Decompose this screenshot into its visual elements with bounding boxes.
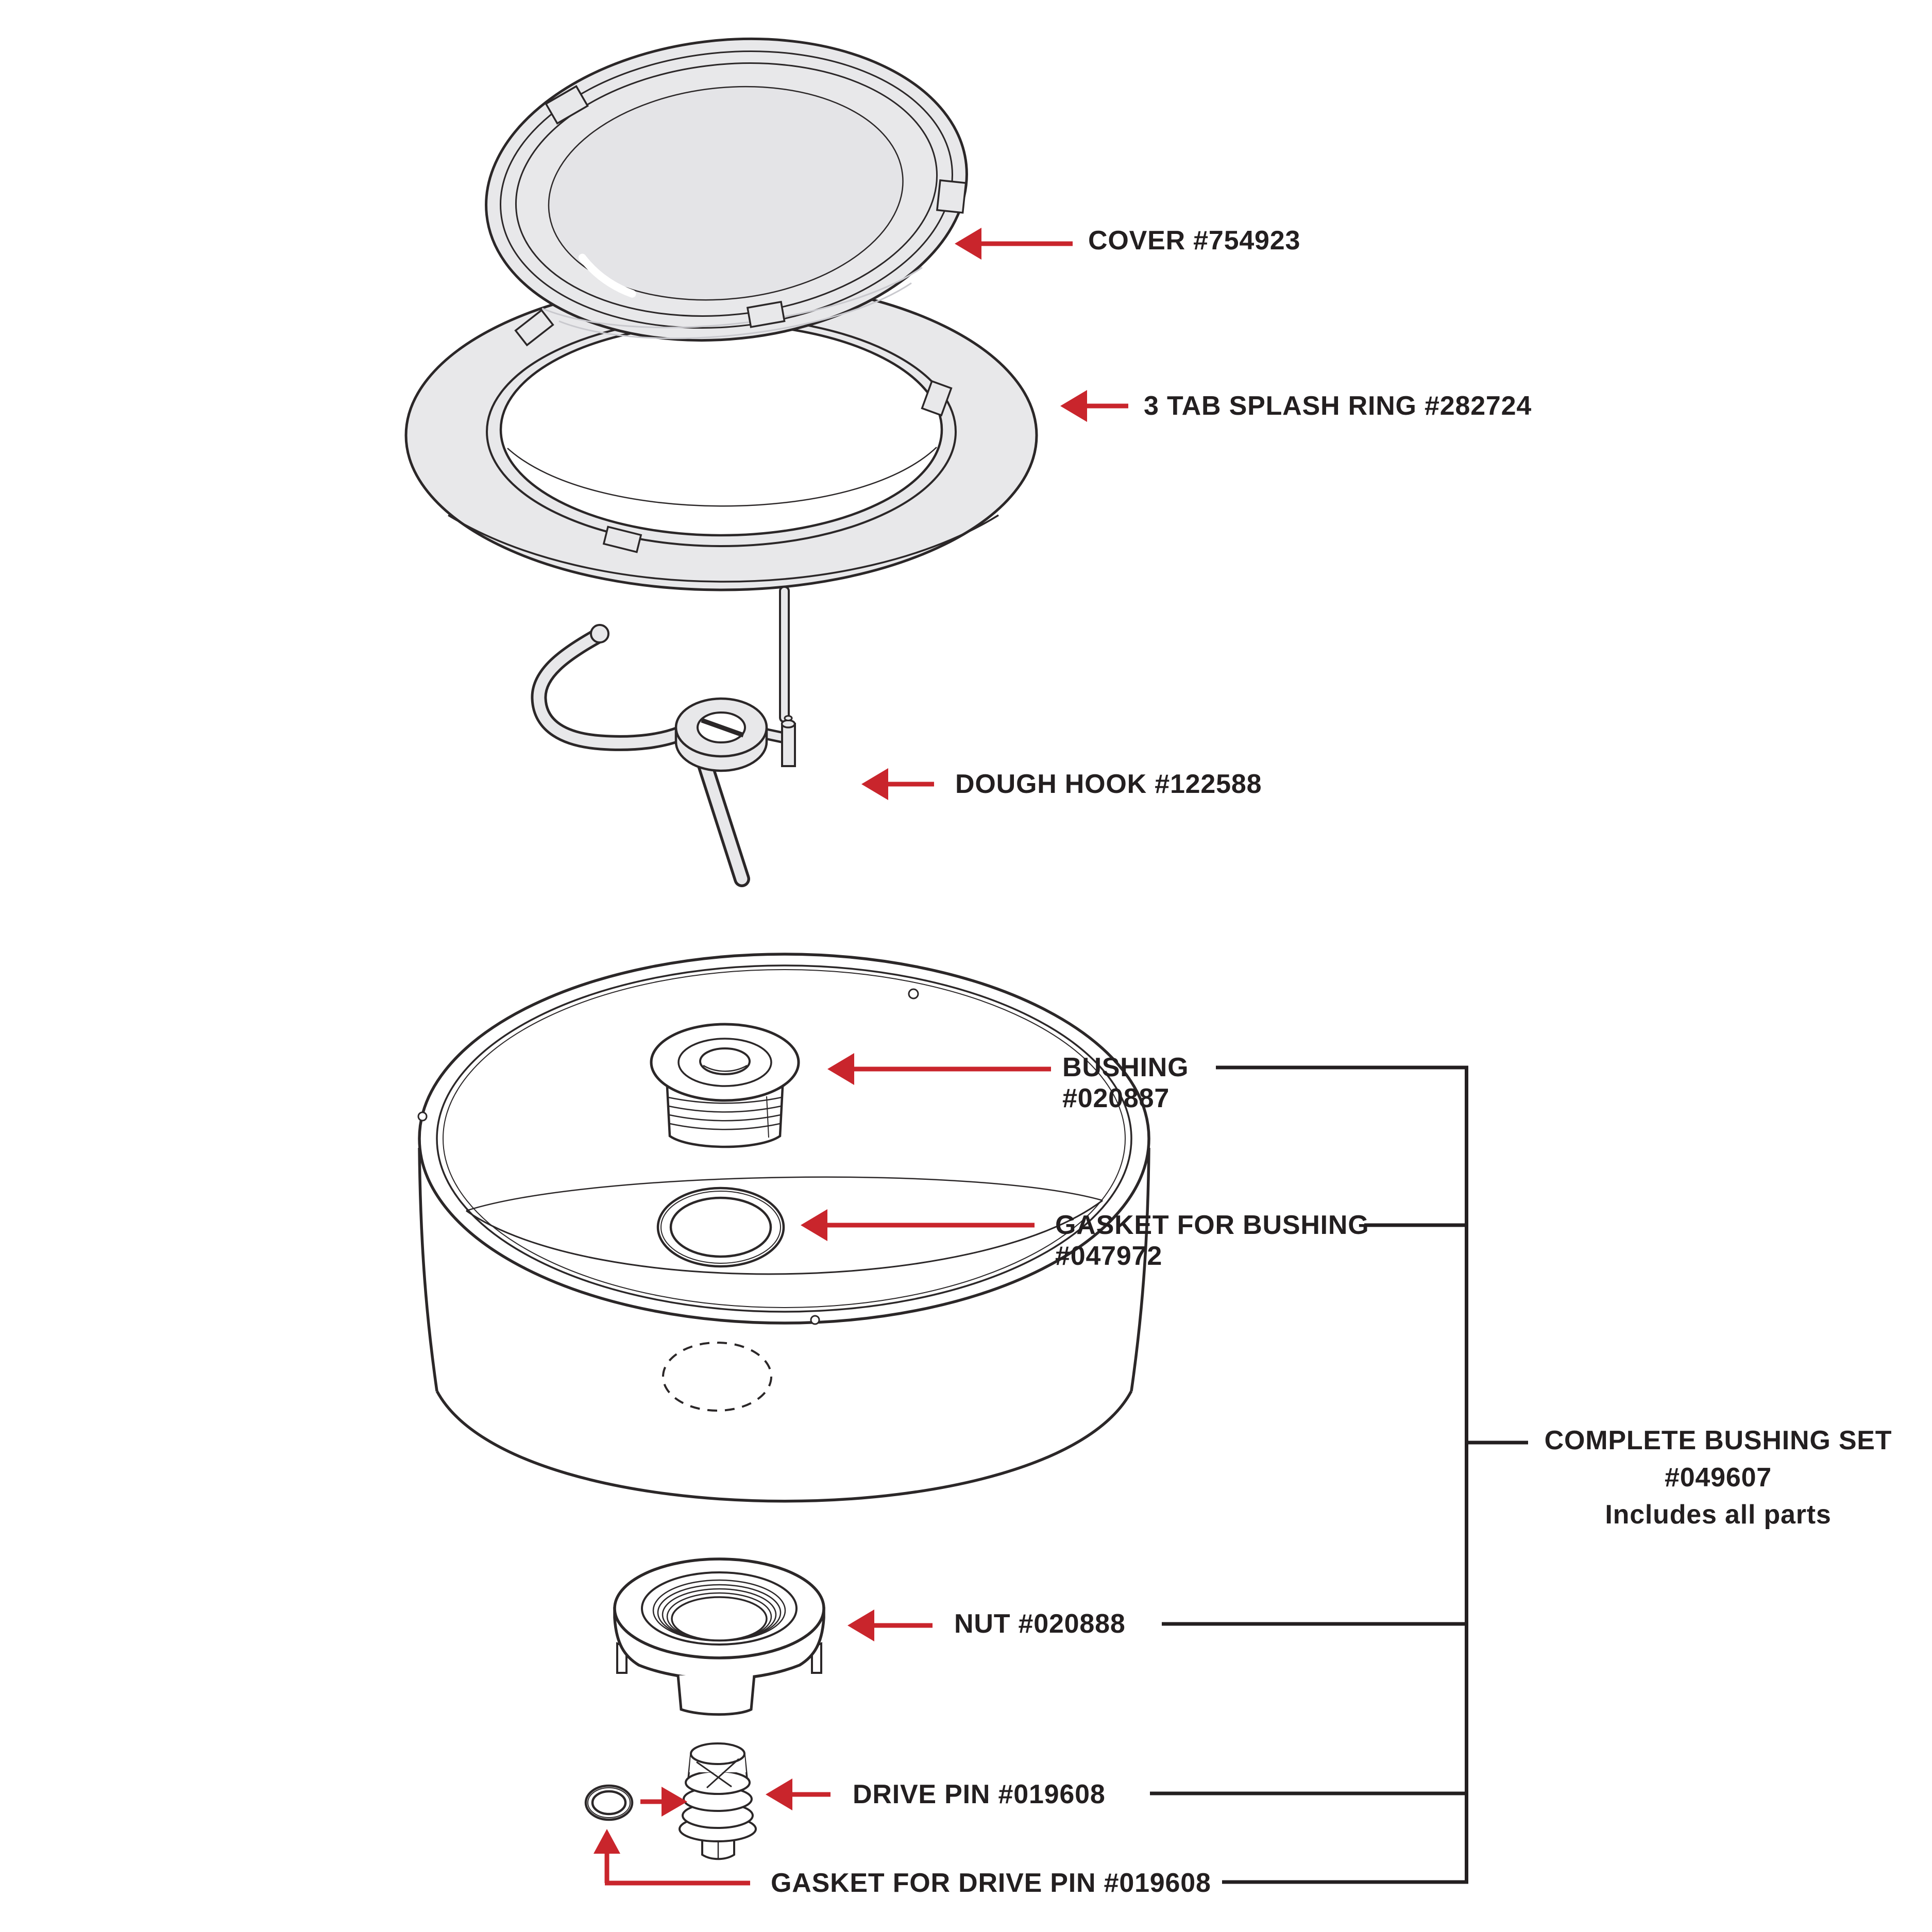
- arrow-nut-icon: [848, 1609, 933, 1641]
- bushing-illustration: [650, 1023, 800, 1148]
- arrow-gasket-drive-pin-icon: [594, 1829, 750, 1886]
- part-label-gasket-drive-pin: GASKET FOR DRIVE PIN #019608: [771, 1868, 1211, 1898]
- dough-hook-illustration: [531, 586, 796, 887]
- arrow-splash-ring-icon: [1060, 390, 1128, 422]
- drive-pin-illustration: [679, 1742, 757, 1860]
- part-label-bushing-line2: #020887: [1062, 1083, 1170, 1113]
- cover-tab: [545, 85, 967, 328]
- arrow-dough-hook-icon: [861, 768, 934, 800]
- part-label-dough-hook: DOUGH HOOK #122588: [955, 769, 1262, 799]
- part-label-bushing-set-line2: #049607: [1664, 1463, 1772, 1493]
- arrow-gasket-bushing-icon: [801, 1209, 1035, 1241]
- part-label-bushing-line1: BUSHING: [1062, 1053, 1189, 1082]
- bowl-illustration: [417, 953, 1150, 1503]
- part-label-gasket-bushing-line2: #047972: [1055, 1241, 1163, 1271]
- splash-ring-tab: [514, 309, 953, 553]
- part-label-drive-pin: DRIVE PIN #019608: [853, 1780, 1106, 1809]
- arrow-drive-pin-icon: [766, 1778, 831, 1810]
- callout-arrows: [594, 228, 1128, 1886]
- arrow-cover-icon: [955, 228, 1073, 260]
- gasket-bushing-illustration: [656, 1187, 785, 1268]
- drive-shaft-pin: [781, 715, 796, 767]
- arrow-gasket-to-pin-icon: [640, 1787, 687, 1817]
- part-label-bushing-set-line1: COMPLETE BUSHING SET: [1544, 1426, 1892, 1455]
- bushing-set-bracket: [1150, 1065, 1528, 1884]
- part-label-bushing-set-line3: Includes all parts: [1605, 1500, 1832, 1530]
- part-label-cover: COVER #754923: [1088, 226, 1301, 256]
- part-label-gasket-bushing-line1: GASKET FOR BUSHING: [1055, 1210, 1369, 1240]
- part-label-nut: NUT #020888: [954, 1609, 1126, 1639]
- part-label-splash-ring: 3 TAB SPLASH RING #282724: [1144, 391, 1532, 421]
- arrow-bushing-icon: [827, 1053, 1051, 1085]
- nut-illustration: [613, 1557, 825, 1716]
- cover-illustration: [485, 37, 968, 342]
- part-label-bushing-set: COMPLETE BUSHING SET #049607 Includes al…: [1538, 1422, 1899, 1533]
- splash-ring-illustration: [404, 279, 1038, 591]
- gasket-drive-pin-illustration: [584, 1784, 634, 1821]
